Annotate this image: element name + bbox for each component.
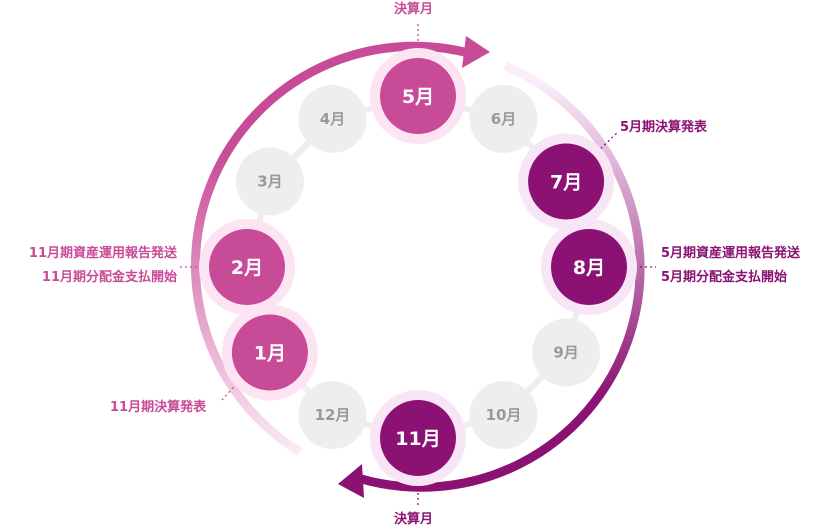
month-label: 6月 <box>491 110 516 128</box>
feb-distribution-label: 11月期分配金支払開始 <box>41 270 177 285</box>
month-label: 8月 <box>573 257 605 279</box>
month-label: 3月 <box>257 173 282 191</box>
jan-announcement-label: 11月期決算発表 <box>110 400 207 415</box>
month-circle <box>298 84 367 153</box>
feb-report-label: 11月期資産運用報告発送 <box>28 246 177 261</box>
month-circle <box>209 229 285 305</box>
month-label: 11月 <box>395 428 440 450</box>
month-circle <box>528 143 605 220</box>
month-node: 10月 <box>469 381 538 450</box>
month-node: 6月 <box>469 84 538 153</box>
month-node: 12月 <box>298 381 367 450</box>
may-settlement-label: 決算月 <box>394 2 434 17</box>
month-label: 5月 <box>402 86 434 108</box>
month-circle <box>532 318 601 387</box>
month-label: 10月 <box>486 406 522 424</box>
month-node: 8月 <box>541 219 637 315</box>
month-circle <box>469 84 538 153</box>
month-label: 7月 <box>550 172 582 194</box>
month-label: 12月 <box>315 406 351 424</box>
nov-settlement-label: 決算月 <box>394 512 434 527</box>
month-circle <box>469 381 538 450</box>
month-node: 11月 <box>370 390 466 486</box>
month-label: 4月 <box>320 110 345 128</box>
pink-cycle-arrow-arc <box>191 41 474 456</box>
month-circle <box>380 400 456 476</box>
month-label: 1月 <box>254 343 286 365</box>
month-circle <box>551 229 627 305</box>
month-label: 2月 <box>231 257 263 279</box>
month-circle <box>231 314 308 391</box>
month-node: 2月 <box>199 219 295 315</box>
month-circle <box>235 147 304 216</box>
month-node: 5月 <box>370 48 466 144</box>
month-circle <box>298 381 367 450</box>
month-label: 9月 <box>553 344 578 362</box>
purple-cycle-arrow-arc <box>356 61 645 492</box>
purple-arrowhead-icon <box>338 464 364 498</box>
month-node: 3月 <box>235 147 304 216</box>
month-node: 9月 <box>532 318 601 387</box>
month-node: 1月 <box>221 304 318 401</box>
jul-announcement-label: 5月期決算発表 <box>620 120 708 135</box>
aug-distribution-label: 5月期分配金支払開始 <box>661 270 788 285</box>
month-node: 4月 <box>298 84 367 153</box>
aug-report-label: 5月期資産運用報告発送 <box>661 246 801 261</box>
month-node: 7月 <box>518 133 615 230</box>
pink-arrowhead-icon <box>462 36 490 68</box>
month-circle <box>380 58 456 134</box>
